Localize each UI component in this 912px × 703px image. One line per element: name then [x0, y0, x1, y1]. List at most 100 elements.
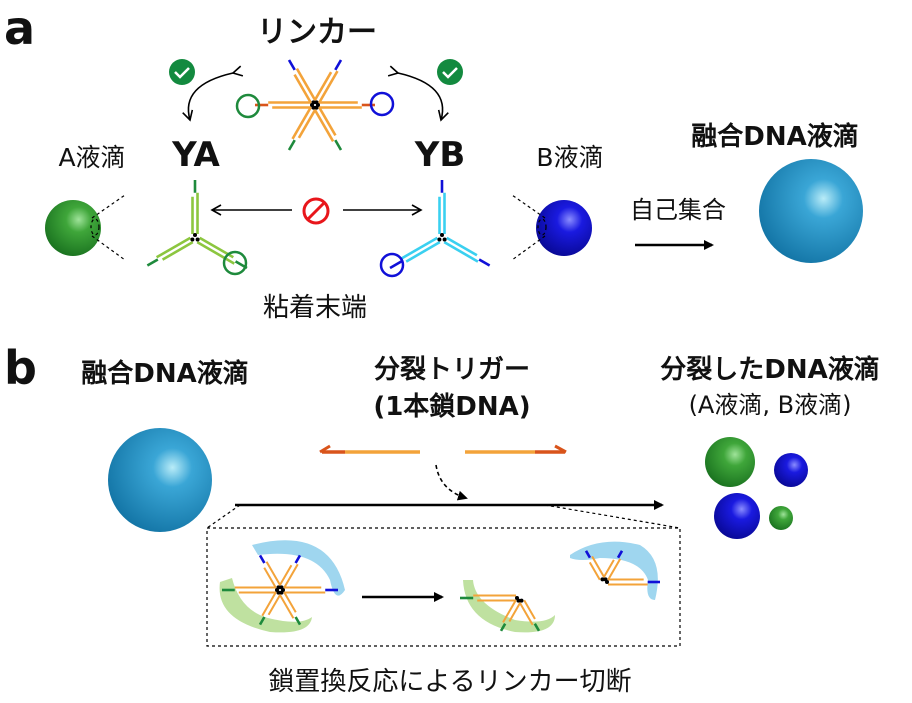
junction-dot — [440, 233, 444, 237]
trigger-dashed-arrow — [435, 464, 468, 501]
sticky-end — [533, 623, 541, 632]
split-droplet-blue-large — [714, 493, 760, 539]
strand — [508, 602, 522, 622]
strand — [297, 109, 317, 139]
b-droplet-label: B液滴 — [536, 143, 603, 172]
sticky-end — [616, 550, 624, 559]
strand — [313, 71, 333, 101]
strand — [318, 106, 337, 137]
panel-a-label: a — [4, 1, 35, 55]
inset-after — [460, 541, 660, 633]
trigger-strand-left — [319, 444, 420, 454]
a-droplet-label: A液滴 — [58, 143, 125, 172]
junction-dot — [190, 237, 195, 242]
strand — [399, 236, 438, 261]
strand — [283, 563, 299, 589]
strand — [196, 241, 235, 265]
sticky-end — [287, 59, 296, 71]
sticky-end — [389, 260, 403, 270]
sticky-end — [334, 59, 343, 71]
split-droplet-subtitle: (A液滴, B液滴) — [689, 391, 852, 419]
split-droplet-green-large — [705, 437, 755, 487]
junction-dot — [437, 237, 442, 242]
junction-dot — [605, 580, 609, 584]
check-icon — [437, 59, 463, 85]
split-droplet-title: 分裂したDNA液滴 — [660, 354, 879, 385]
strand — [278, 594, 295, 619]
strand — [446, 236, 478, 257]
sticky-end — [258, 554, 266, 564]
inset-caption: 鎖置換反応によるリンカー切断 — [268, 667, 631, 697]
sticky-end-circle — [369, 91, 395, 117]
strand — [502, 599, 517, 623]
junction-dot — [515, 596, 519, 600]
strand — [261, 591, 277, 617]
strand — [267, 594, 282, 616]
linker-title: リンカー — [257, 15, 377, 50]
trigger-title: 分裂トリガー — [374, 355, 530, 385]
trigger-subtitle: (1本鎖DNA) — [373, 391, 530, 422]
inset-before — [219, 540, 345, 633]
ya-structure — [146, 180, 248, 276]
sticky-end — [294, 554, 302, 564]
self-assembly-label: 自己集合 — [630, 196, 726, 224]
sticky-end-label: 粘着末端 — [263, 293, 367, 323]
check-icon — [169, 59, 195, 85]
strand — [588, 561, 601, 581]
sticky-end — [334, 139, 343, 151]
zoom-lines — [90, 194, 547, 261]
strand — [443, 241, 479, 263]
linker-structure — [235, 59, 395, 151]
junction-dot — [442, 237, 447, 242]
bidirectional-arrow-right — [387, 65, 449, 122]
sticky-end — [258, 616, 266, 626]
sticky-end-circle — [235, 93, 261, 119]
strand — [523, 599, 536, 620]
sticky-end-circle — [222, 250, 248, 276]
junction-dot — [316, 103, 320, 107]
strand — [263, 567, 277, 589]
sticky-end — [499, 623, 507, 632]
junction-dot — [195, 237, 200, 242]
sticky-end — [287, 139, 296, 151]
strand — [607, 558, 622, 581]
sticky-end — [584, 550, 592, 559]
junction-dot — [519, 598, 524, 603]
junction-dot — [193, 233, 197, 237]
prohibited-icon — [302, 197, 330, 225]
strand — [161, 241, 194, 261]
fused-droplet-sphere-b — [108, 428, 212, 532]
fused-droplet-title-b: 融合DNA液滴 — [81, 358, 248, 389]
fused-droplet-title-a: 融合DNA液滴 — [691, 121, 858, 152]
junction-dot — [275, 588, 279, 592]
strand — [518, 602, 534, 626]
strand — [313, 109, 335, 143]
strand — [293, 73, 312, 104]
sticky-end — [478, 258, 491, 267]
sticky-end — [294, 616, 302, 626]
junction-dot — [310, 103, 314, 107]
split-droplet-blue-small — [774, 453, 808, 487]
yb-label: YB — [414, 135, 466, 175]
panel-b-label: b — [4, 341, 37, 395]
inset-box — [206, 504, 681, 647]
strand — [602, 559, 615, 578]
sticky-end-circle — [379, 252, 405, 278]
bidirectional-arrow-left — [182, 65, 244, 122]
a-droplet-sphere — [45, 200, 101, 256]
b-droplet-sphere — [536, 200, 592, 256]
strand — [405, 241, 441, 263]
junction-dot — [281, 588, 285, 592]
strand — [278, 564, 293, 586]
fused-droplet-sphere-a — [759, 159, 863, 263]
strand — [291, 106, 312, 140]
junction-dot — [600, 577, 605, 582]
strand — [318, 70, 339, 104]
strand — [283, 591, 297, 613]
ya-label: YA — [171, 135, 220, 175]
split-droplet-green-small — [769, 506, 793, 530]
sticky-end — [146, 258, 159, 267]
strand — [155, 236, 191, 259]
strand — [295, 67, 317, 101]
